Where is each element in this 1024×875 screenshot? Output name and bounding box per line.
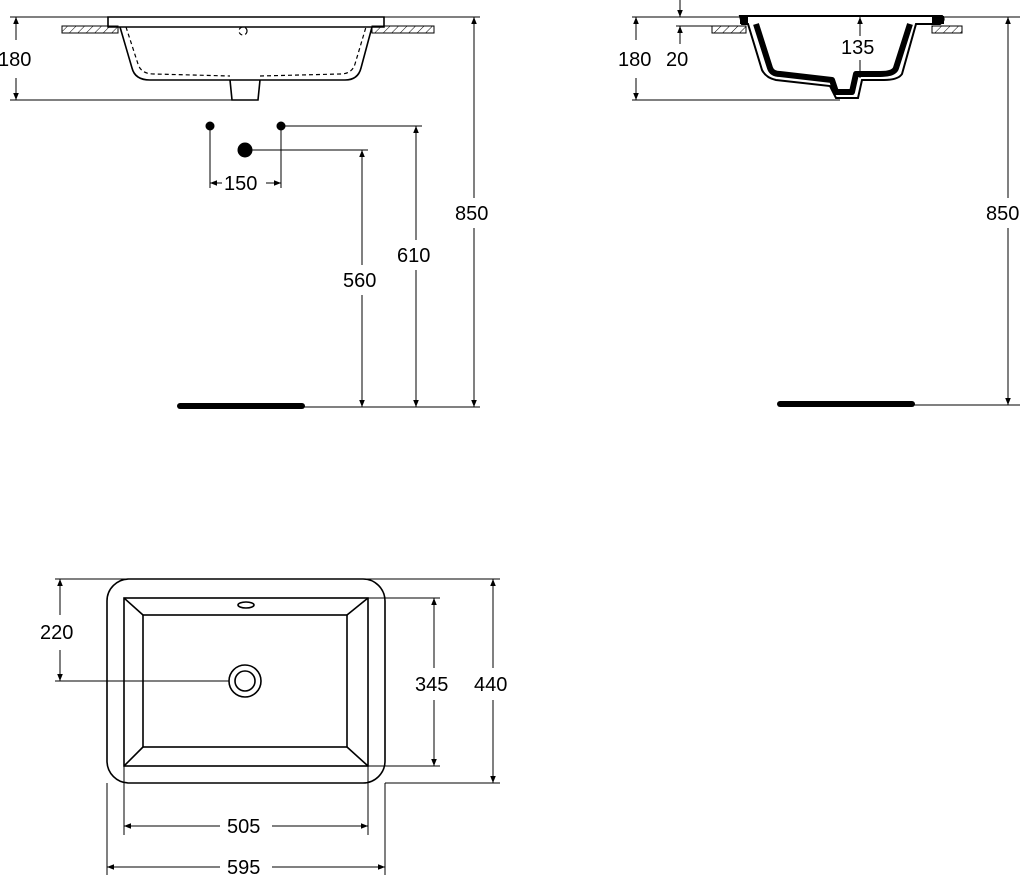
basin-rim <box>107 16 385 28</box>
basin-section-inner <box>753 23 913 95</box>
dim-inner-width: 505 <box>227 816 260 838</box>
dim-waste-height: 560 <box>343 270 376 292</box>
countertop-right-side <box>931 25 963 34</box>
overflow-hole <box>238 26 248 36</box>
dim-inner-depth: 345 <box>415 674 448 696</box>
dim-bowl-depth: 135 <box>841 37 874 59</box>
waste-outlet <box>229 79 261 101</box>
countertop-left-side <box>711 25 747 34</box>
dim-total-height-side: 850 <box>986 203 1019 225</box>
front-view: 180 150 560 610 850 <box>0 16 488 409</box>
tap-hole-left <box>205 121 215 131</box>
top-view: 220 345 440 505 595 <box>40 578 507 875</box>
dim-waste-offset: 220 <box>40 622 73 644</box>
waste-drain-outer <box>228 664 262 698</box>
dim-outer-width: 595 <box>227 857 260 875</box>
overflow-slot <box>237 601 255 609</box>
basin-body <box>119 26 373 81</box>
dim-tap-height: 610 <box>397 245 430 267</box>
dim-basin-height-side: 180 <box>618 49 651 71</box>
basin-inner-dashed <box>125 26 367 77</box>
side-view: 180 20 135 850 <box>618 0 1020 407</box>
waste-drain-inner <box>234 670 256 692</box>
dim-rim-thickness: 20 <box>666 49 688 71</box>
countertop-left <box>61 25 119 34</box>
dim-total-height-front: 850 <box>455 203 488 225</box>
bowl-outer <box>123 597 369 767</box>
dim-tap-spacing: 150 <box>224 173 257 195</box>
waste-point <box>237 142 253 158</box>
dim-outer-depth: 440 <box>474 674 507 696</box>
dim-basin-height: 180 <box>0 49 31 71</box>
